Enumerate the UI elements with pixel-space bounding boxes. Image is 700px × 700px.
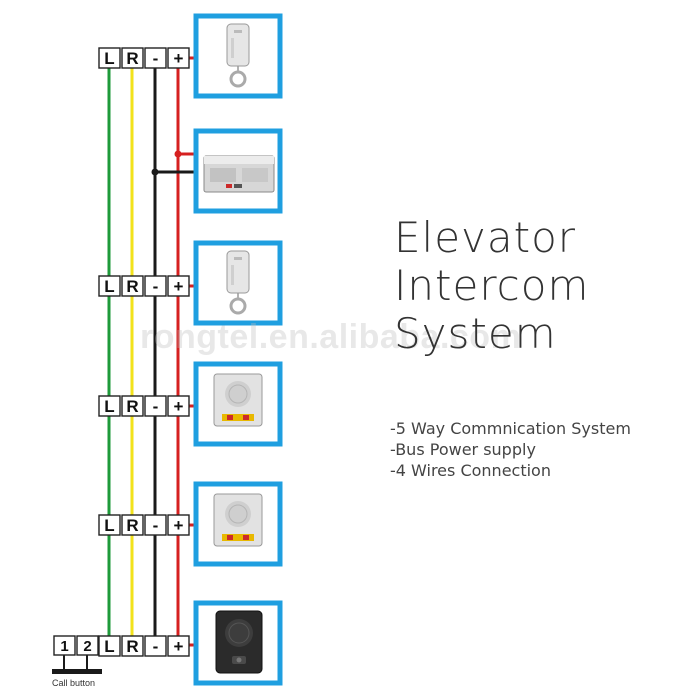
terminal-box <box>121 514 144 536</box>
terminal-box <box>121 47 144 69</box>
terminal-label: L <box>104 277 114 296</box>
terminal-box <box>98 47 121 69</box>
terminal-box <box>144 514 167 536</box>
terminal-label: R <box>126 49 138 68</box>
title-line-1: Elevator <box>394 213 577 262</box>
terminal-label: R <box>126 516 138 535</box>
terminal-label: + <box>174 49 184 68</box>
terminal-label: - <box>153 637 159 656</box>
watermark-text: rongtel.en.alibaba.com <box>140 318 522 356</box>
terminal-box <box>121 395 144 417</box>
call-button-label: Call button <box>52 678 96 688</box>
terminal-label: L <box>104 637 114 656</box>
terminal-box <box>98 635 121 657</box>
terminal-box <box>98 395 121 417</box>
call-terminal-2: 2 <box>83 638 91 655</box>
terminal-box <box>144 395 167 417</box>
terminal-box <box>167 635 190 657</box>
terminal-box <box>121 635 144 657</box>
car-station-icon <box>215 610 263 674</box>
terminal-label: R <box>126 397 138 416</box>
call-button-bar <box>52 669 102 674</box>
speaker-1-icon <box>213 373 263 427</box>
terminal-label: + <box>174 516 184 535</box>
terminal-box <box>167 514 190 536</box>
terminal-label: + <box>174 637 184 656</box>
terminal-box <box>121 275 144 297</box>
terminal-label: L <box>104 397 114 416</box>
terminal-box <box>167 275 190 297</box>
terminal-label: L <box>104 516 114 535</box>
title-line-2: Intercom <box>394 261 590 310</box>
terminal-box <box>144 275 167 297</box>
terminal-label: R <box>126 637 138 656</box>
feature-list: -5 Way Commnication System -Bus Power su… <box>390 418 631 481</box>
power-supply-icon <box>203 155 275 193</box>
diagram-title: Elevator Intercom System <box>394 214 589 358</box>
junction-dot <box>151 168 159 176</box>
call-button-terminals: 1 2 <box>53 635 99 656</box>
terminal-box <box>167 395 190 417</box>
terminal-box <box>98 514 121 536</box>
terminal-box <box>144 635 167 657</box>
terminal-box <box>144 47 167 69</box>
terminal-label: - <box>153 277 159 296</box>
terminal-label: - <box>153 397 159 416</box>
call-terminal-1: 1 <box>60 638 68 655</box>
terminal-label: + <box>174 397 184 416</box>
feature-item: -5 Way Commnication System <box>390 419 631 438</box>
terminal-label: L <box>104 49 114 68</box>
terminal-label: R <box>126 277 138 296</box>
terminal-label: + <box>174 277 184 296</box>
junction-dot <box>174 150 182 158</box>
feature-item: -4 Wires Connection <box>390 461 551 480</box>
terminal-box <box>98 275 121 297</box>
feature-item: -Bus Power supply <box>390 440 536 459</box>
title-line-3: System <box>394 309 557 358</box>
terminal-label: - <box>153 516 159 535</box>
handset-1-icon <box>226 23 250 88</box>
terminal-label: - <box>153 49 159 68</box>
terminal-box <box>167 47 190 69</box>
speaker-2-icon <box>213 493 263 547</box>
handset-2-icon <box>226 250 250 315</box>
